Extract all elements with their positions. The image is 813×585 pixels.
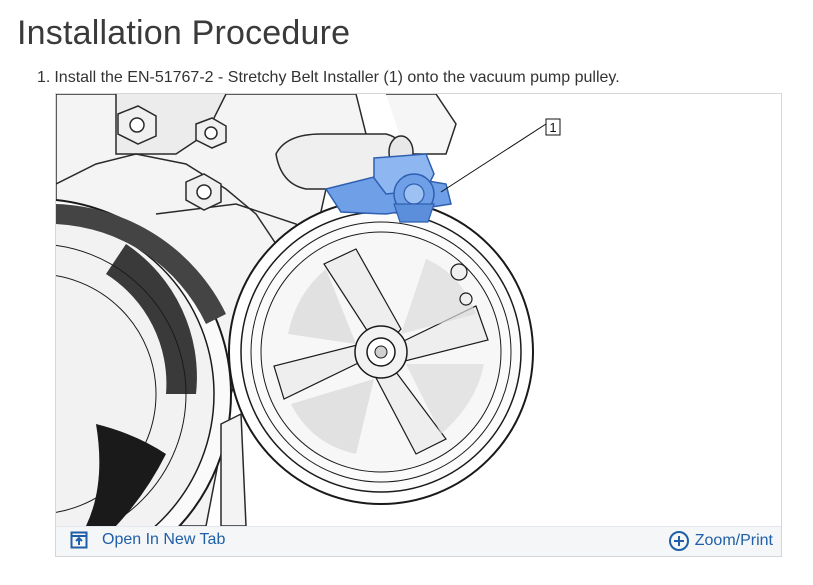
open-in-new-tab-link[interactable]: Open In New Tab [70,531,225,549]
step-text: Install the EN-51767-2 - Stretchy Belt I… [54,69,620,86]
crank-pulley [56,199,232,526]
pulley-illustration: 1 [56,94,781,526]
bolt-head [185,173,222,211]
vacuum-pump-pulley [228,199,534,505]
step-number: 1. [37,69,51,86]
figure-toolbar: Open In New Tab Zoom/Print [56,526,781,556]
belt-installer-tool [324,153,452,223]
zoom-plus-icon [668,531,689,551]
step-item: 1.Install the EN-51767-2 - Stretchy Belt… [37,69,620,87]
open-in-new-tab-icon [70,531,88,549]
bolt-head [195,117,227,149]
figure-panel: 1 Open In New Tab Zoom/Print [55,93,782,557]
open-in-new-tab-label: Open In New Tab [102,531,226,548]
bolt-head [117,105,157,145]
zoom-print-link[interactable]: Zoom/Print [668,530,773,552]
page-title: Installation Procedure [17,14,351,52]
zoom-print-label: Zoom/Print [694,532,773,549]
callout-label: 1 [549,120,556,135]
